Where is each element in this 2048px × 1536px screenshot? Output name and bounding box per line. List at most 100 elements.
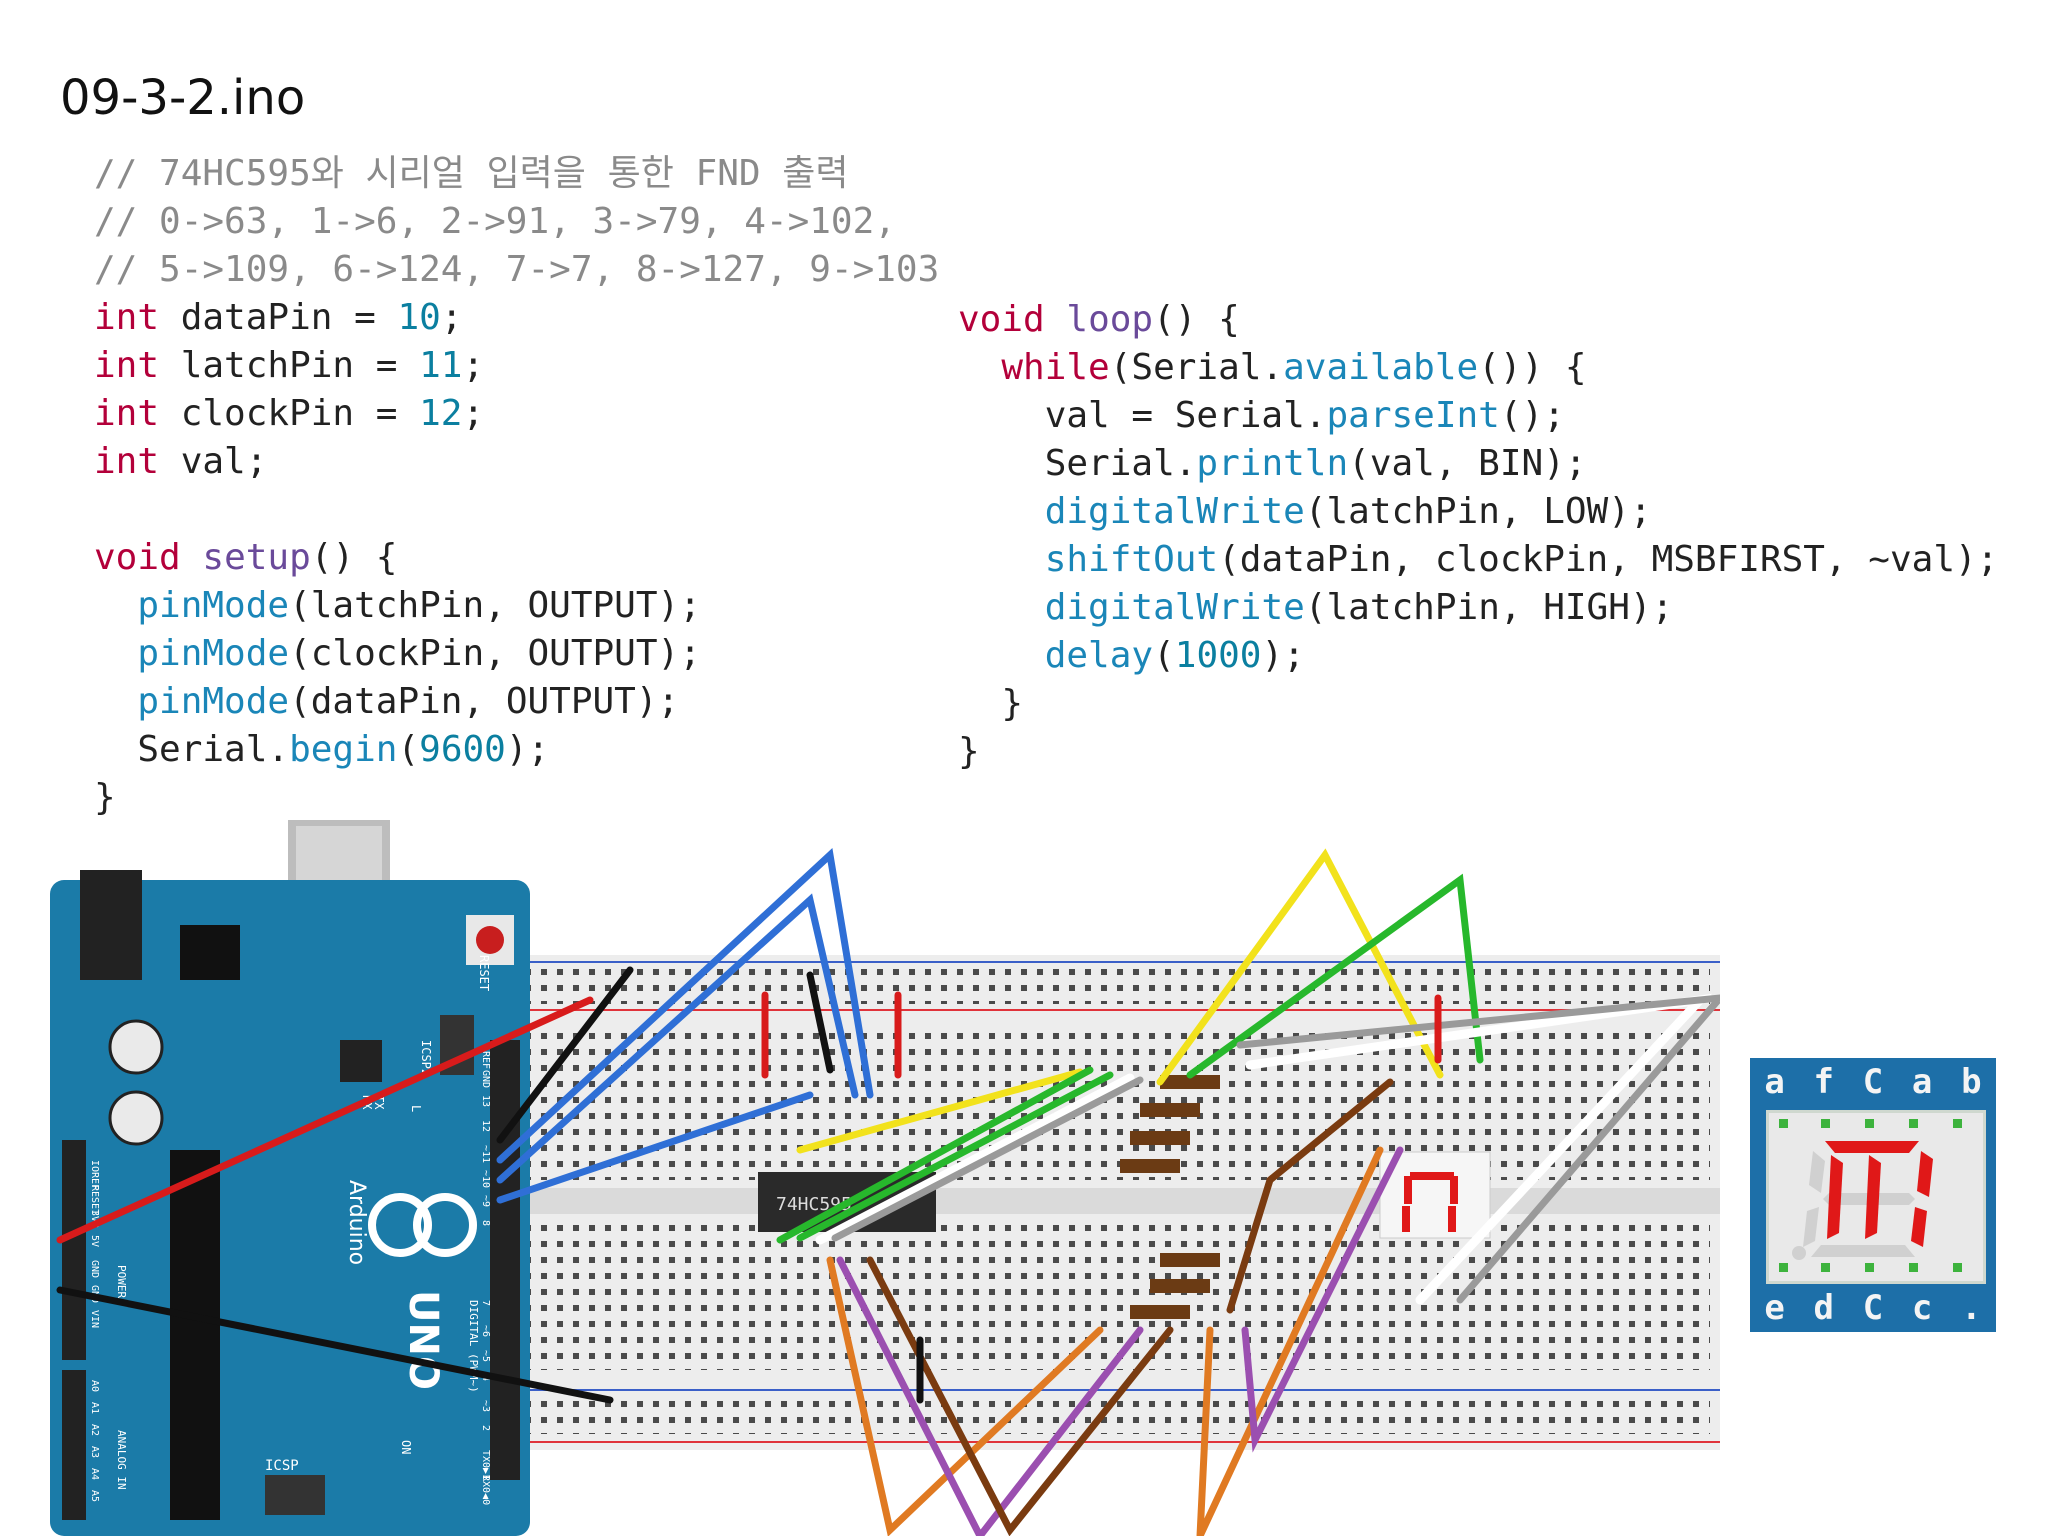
code-line: Serial.begin(9600);: [94, 726, 939, 774]
code-token: [94, 633, 137, 674]
code-token: int: [94, 393, 160, 434]
brand-label: Arduino: [344, 1180, 369, 1265]
code-block-right: void loop() { while(Serial.available()) …: [958, 296, 1998, 776]
pin-label: IOREF: [89, 1160, 100, 1190]
fnd-display-small: [1379, 1151, 1491, 1239]
code-token: digitalWrite: [1044, 491, 1305, 532]
page-title: 09-3-2.ino: [60, 70, 306, 126]
code-token: int: [94, 297, 160, 338]
pin-label: RESET: [89, 1185, 100, 1215]
code-token: shiftOut: [1044, 539, 1219, 580]
code-token: [958, 491, 1045, 532]
code-token: loop: [1066, 299, 1154, 340]
pin-label: TX0▶1: [480, 1450, 491, 1480]
code-token: (latchPin, OUTPUT);: [289, 585, 701, 626]
code-token: [958, 635, 1045, 676]
code-token: available: [1283, 347, 1479, 388]
code-line: pinMode(clockPin, OUTPUT);: [94, 630, 939, 678]
code-token: latchPin =: [159, 345, 420, 386]
fnd-label: .: [1961, 1288, 1982, 1328]
code-token: void: [94, 537, 181, 578]
code-token: [958, 347, 1001, 388]
code-token: ();: [1499, 395, 1565, 436]
code-token: ;: [462, 345, 485, 386]
pin-label: A3: [89, 1446, 100, 1458]
code-token: );: [1261, 635, 1305, 676]
pin-label: 13: [480, 1095, 491, 1107]
fnd-label: d: [1813, 1288, 1835, 1328]
code-token: [94, 585, 137, 626]
code-token: int: [94, 345, 160, 386]
code-token: 9600: [419, 729, 506, 770]
code-token: [958, 539, 1045, 580]
pin-label: 8: [480, 1220, 491, 1226]
code-token: begin: [289, 729, 398, 770]
power-label: POWER: [115, 1265, 128, 1298]
code-token: () {: [1153, 299, 1240, 340]
code-line: void setup() {: [94, 534, 939, 582]
code-token: }: [958, 683, 1024, 724]
fnd-label: c: [1911, 1288, 1933, 1328]
pin-label: A1: [89, 1402, 100, 1414]
code-line: [94, 486, 939, 534]
code-token: pinMode: [137, 633, 290, 674]
code-token: }: [958, 731, 980, 772]
code-token: Serial.: [958, 443, 1197, 484]
pin-label: A5: [89, 1490, 100, 1502]
code-token: (: [397, 729, 420, 770]
code-token: (val, BIN);: [1348, 443, 1587, 484]
code-line: int dataPin = 10;: [94, 294, 939, 342]
code-line: int latchPin = 11;: [94, 342, 939, 390]
code-line: }: [958, 680, 1998, 728]
fnd-display-large: [1766, 1110, 1986, 1284]
code-block-left: // 74HC595와 시리얼 입력을 통한 FND 출력// 0->63, 1…: [94, 150, 939, 822]
fnd-label: f: [1813, 1062, 1835, 1102]
code-token: }: [94, 777, 116, 818]
code-line: while(Serial.available()) {: [958, 344, 1998, 392]
pin-label: ~6: [480, 1325, 491, 1337]
code-token: clockPin =: [159, 393, 420, 434]
code-token: ;: [462, 393, 485, 434]
code-token: (latchPin, LOW);: [1304, 491, 1652, 532]
code-token: setup: [202, 537, 311, 578]
icsp2-label: ICSP2: [419, 1040, 433, 1076]
reset-label: RESET: [477, 955, 491, 991]
code-line: }: [94, 774, 939, 822]
model-label: UNO: [400, 1290, 446, 1390]
fnd-top-labels: a f C a b: [1750, 1062, 1996, 1102]
code-line: int clockPin = 12;: [94, 390, 939, 438]
code-token: [958, 587, 1045, 628]
code-token: (latchPin, HIGH);: [1304, 587, 1674, 628]
digital-label: DIGITAL (PWM~): [467, 1300, 480, 1393]
code-token: val = Serial.: [958, 395, 1327, 436]
code-token: (dataPin, OUTPUT);: [289, 681, 680, 722]
code-token: ()) {: [1478, 347, 1587, 388]
code-token: (Serial.: [1109, 347, 1284, 388]
pin-label: ~3: [480, 1400, 491, 1412]
pin-label: 7: [480, 1300, 491, 1306]
pin-label: A2: [89, 1424, 100, 1436]
fnd-label: C: [1862, 1288, 1884, 1328]
code-line: pinMode(dataPin, OUTPUT);: [94, 678, 939, 726]
breadboard: [510, 955, 1720, 1450]
code-token: dataPin =: [159, 297, 398, 338]
fnd-label: C: [1862, 1062, 1884, 1102]
pin-label: 12: [480, 1120, 491, 1132]
code-token: () {: [310, 537, 398, 578]
pin-label: ~9: [480, 1195, 491, 1207]
resistors: [1120, 1075, 1220, 1319]
code-token: while: [1001, 347, 1110, 388]
code-line: val = Serial.parseInt();: [958, 392, 1998, 440]
pin-label: RX0◀0: [480, 1475, 491, 1505]
pin-label: ~10: [480, 1170, 491, 1188]
code-token: int: [94, 441, 160, 482]
code-token: ;: [440, 297, 463, 338]
code-line: digitalWrite(latchPin, LOW);: [958, 488, 1998, 536]
fnd-label: b: [1961, 1062, 1982, 1102]
pin-label: ~5: [480, 1350, 491, 1362]
pin-label: 3V3: [89, 1210, 100, 1228]
pin-label: 2: [480, 1425, 491, 1431]
